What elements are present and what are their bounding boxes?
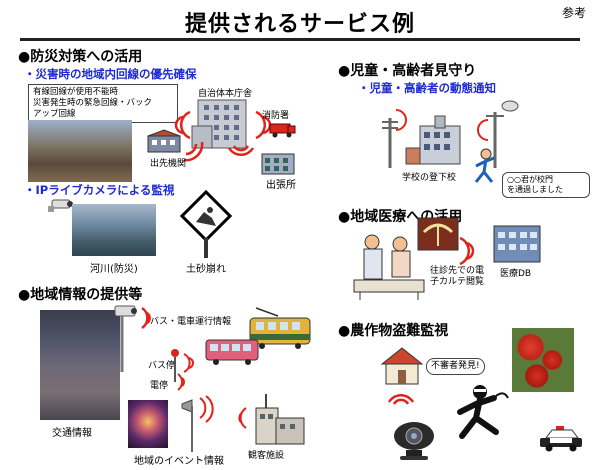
disaster-sub-priority: ・災害時の地域内回線の優先確保 — [24, 67, 197, 81]
ip-camera-icon — [48, 199, 73, 212]
signal-waves-icon — [238, 407, 247, 429]
fire-station-label: 消防署 — [262, 111, 290, 121]
branch-office-building-icon — [261, 153, 295, 175]
school-commute-scene — [382, 100, 519, 168]
roadside-camera-icon — [114, 305, 137, 372]
signal-waves-icon — [177, 373, 185, 391]
child-running-icon — [474, 148, 495, 183]
signal-waves-icon — [174, 110, 191, 140]
elderly-sub-notification: ・児童・高齢者の動態通知 — [358, 81, 496, 95]
landslide-warning-sign-icon — [179, 189, 233, 243]
farm-house-icon — [380, 347, 424, 385]
sign-pole-icon — [204, 238, 208, 258]
tourism-facility-label: 観客施設 — [248, 451, 285, 461]
event-fireworks-photo — [128, 400, 168, 448]
signal-waves-icon — [459, 236, 475, 266]
intruder-alert-balloon: 不審者発見! — [426, 358, 485, 375]
branch-office-label: 出張所 — [266, 180, 296, 191]
government-hq-building-icon — [191, 99, 247, 149]
page-title: 提供されるサービス例 — [184, 12, 415, 37]
section-info-heading: ●地域情報の提供等 — [18, 287, 143, 303]
signal-waves-icon — [183, 141, 204, 162]
event-speaker-pole-icon — [181, 395, 214, 452]
section-elderly-heading: ●児童・高齢者見守り — [338, 63, 477, 79]
tram-icon — [249, 307, 311, 349]
bus-stop-label: バス停 — [148, 361, 176, 371]
school-commute-label: 学校の登下校 — [402, 173, 457, 183]
section-disaster-heading: ●防災対策への活用 — [18, 49, 143, 65]
river-photo — [72, 204, 156, 256]
river-label: 河川(防災) — [90, 264, 138, 275]
local-event-info-label: 地域のイベント情報 — [134, 456, 224, 467]
reference-tag: 参考 — [561, 6, 586, 20]
signal-waves-icon — [387, 393, 415, 405]
medical-emblem-icon — [417, 217, 459, 251]
government-hq-label: 自治体本庁舎 — [198, 89, 253, 99]
landslide-label: 土砂崩れ — [186, 264, 226, 275]
medical-db-label: 医療DB — [500, 269, 532, 279]
fire-truck-icon — [269, 123, 296, 138]
home-visit-scene — [353, 234, 425, 300]
signal-waves-icon — [183, 353, 194, 373]
medical-database-building-icon — [493, 225, 541, 263]
disaster-sub-ipcamera: ・IPライブカメラによる監視 — [24, 183, 175, 197]
tram-stop-label: 電停 — [150, 381, 169, 391]
disaster-scene-photo — [28, 120, 132, 182]
signal-waves-icon — [141, 306, 151, 330]
crop-tomatoes-photo — [512, 328, 574, 392]
branch-organization-label: 出先機関 — [150, 159, 187, 169]
traffic-info-label: 交通情報 — [52, 428, 92, 439]
thief-figure-icon — [457, 385, 509, 439]
bus-stop-sign-icon — [171, 349, 179, 382]
disaster-note-box: 有線回線が使用不能時 災害発生時の緊急回線・バック アップ回線 — [28, 84, 178, 123]
traffic-photo — [40, 310, 120, 420]
bus-icon — [205, 339, 259, 365]
home-visit-record-caption: 往診先での電 子カルテ閲覧 — [430, 266, 485, 287]
police-car-icon — [540, 426, 582, 452]
tourism-facility-building-icon — [255, 394, 305, 445]
signal-waves-icon — [227, 145, 255, 157]
surveillance-webcam-icon — [394, 422, 434, 460]
bus-train-info-label: バス・電車運行情報 — [150, 317, 232, 327]
section-crop-heading: ●農作物盗難監視 — [338, 323, 449, 339]
title-divider — [20, 38, 580, 41]
branch-organization-building-icon — [147, 129, 181, 153]
school-gate-notification-balloon: ○○君が校門 を通過しました — [502, 172, 590, 198]
